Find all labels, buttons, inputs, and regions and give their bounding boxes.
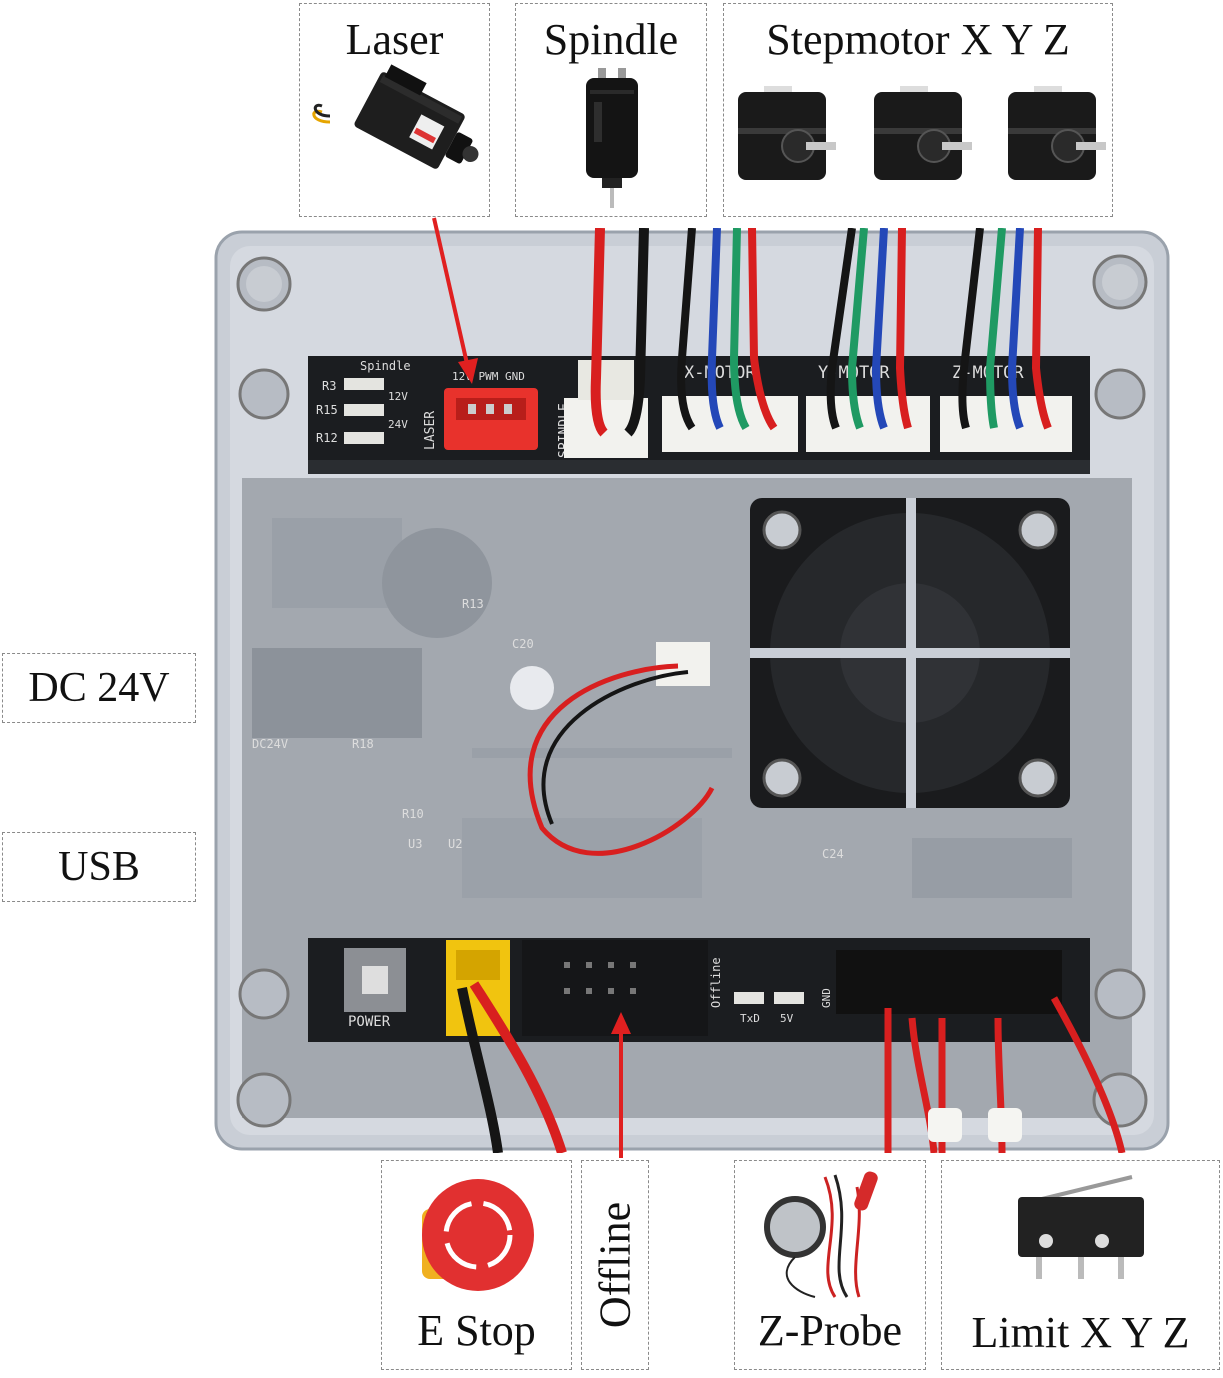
silk-24v: 24V [388, 418, 408, 431]
spindle-motor-icon [586, 68, 638, 208]
silk-txd: TxD [740, 1012, 760, 1025]
silk-c20: C20 [512, 637, 534, 651]
silk-r12: R12 [316, 431, 338, 445]
offline-arrow [611, 1012, 631, 1158]
stepmotor-label: Stepmotor X Y Z [766, 15, 1070, 64]
laser-callout: Laser [299, 3, 490, 217]
silk-r10: R10 [402, 807, 424, 821]
y-motor-connector [806, 396, 930, 452]
silk-r18: R18 [352, 737, 374, 751]
stepper-motors-icon [738, 86, 1106, 180]
zprobe-label: Z-Probe [757, 1306, 903, 1355]
limit-label: Limit X Y Z [971, 1308, 1190, 1357]
stepper-motor-z [1008, 86, 1106, 180]
limit-switch-icon [1018, 1175, 1144, 1279]
zprobe-callout: Z-Probe [734, 1160, 926, 1370]
dc24v-label: DC 24V [28, 665, 170, 711]
silk-r3: R3 [322, 379, 336, 393]
usb-label: USB [58, 844, 140, 890]
silk-x-motor: X-MOTOR [684, 363, 756, 383]
silk-power: POWER [348, 1014, 391, 1030]
stepper-motor-x [738, 86, 836, 180]
offline-callout: Offline [581, 1160, 649, 1370]
offline-label: Offline [590, 1201, 640, 1329]
silk-r13: R13 [462, 597, 484, 611]
silk-r15: R15 [316, 403, 338, 417]
silk-laser: LASER [423, 411, 438, 450]
silk-u3: U3 [408, 837, 422, 851]
estop-label: E Stop [417, 1306, 536, 1355]
limit-callout: Limit X Y Z [941, 1160, 1220, 1370]
laser-module-icon [312, 64, 479, 169]
silk-u2: U2 [448, 837, 462, 851]
stepper-motor-y [874, 86, 972, 180]
spindle-label: Spindle [543, 15, 679, 64]
laser-arrow [432, 217, 478, 384]
controller-board: Spindle R3 R15 R12 12V 24V 12V PWM GND L… [214, 228, 1170, 1153]
silk-12v: 12V [388, 390, 408, 403]
silk-5v: 5V [780, 1012, 794, 1025]
silk-offline: Offline [709, 957, 723, 1008]
stepmotor-callout: Stepmotor X Y Z [723, 3, 1113, 217]
offline-header [522, 940, 708, 1036]
limit-headers [836, 950, 1062, 1014]
silk-gnd: GND [820, 988, 833, 1008]
silk-c24: C24 [822, 847, 844, 861]
silk-dc24v: DC24V [252, 737, 288, 751]
silk-spindle: Spindle [360, 359, 411, 373]
zprobe-icon [764, 1171, 878, 1298]
usb-callout: USB [2, 832, 196, 902]
spindle-callout: Spindle [515, 3, 707, 217]
estop-button-icon [422, 1179, 534, 1291]
dc24v-callout: DC 24V [2, 653, 196, 723]
estop-callout: E Stop [381, 1160, 572, 1370]
laser-label: Laser [345, 15, 444, 64]
